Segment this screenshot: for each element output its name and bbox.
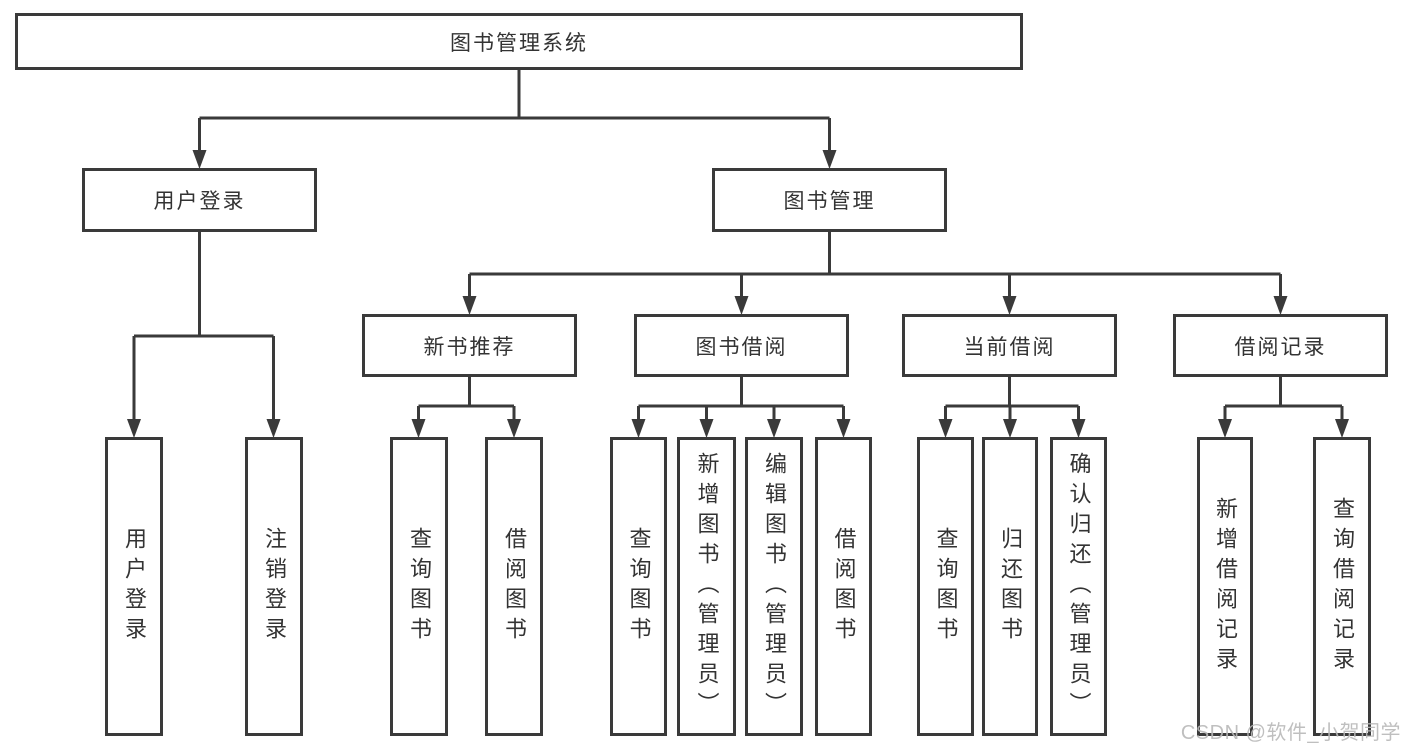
arrow-down-icon (411, 419, 426, 438)
arrow-down-icon (1002, 296, 1017, 315)
leaf-borrowing-add-books-admin: 新增图书（管理员） (677, 437, 736, 736)
node-root: 图书管理系统 (15, 13, 1023, 70)
node-root-label: 图书管理系统 (450, 31, 588, 55)
leaf-records-query-record-label: 查询借阅记录 (1330, 496, 1355, 677)
watermark: CSDN @软件_小贺同学 (1180, 722, 1401, 744)
arrow-down-icon (192, 150, 207, 169)
node-new-book-recommend: 新书推荐 (362, 314, 577, 377)
connector-borrowing-to-leaves (637, 377, 845, 421)
node-user-login: 用户登录 (82, 168, 317, 232)
leaf-borrowing-borrow-books: 借阅图书 (815, 437, 872, 736)
node-borrowing-records: 借阅记录 (1173, 314, 1388, 377)
arrow-down-icon (1273, 296, 1288, 315)
connector-root-to-level2 (198, 70, 831, 152)
leaf-recommend-query-books-label: 查询图书 (407, 526, 432, 647)
arrow-down-icon (127, 419, 141, 438)
arrowheads (127, 150, 1349, 438)
arrow-down-icon (699, 419, 714, 438)
arrow-down-icon (938, 419, 953, 438)
node-current-borrowing: 当前借阅 (902, 314, 1117, 377)
leaf-records-add-record-label: 新增借阅记录 (1213, 496, 1238, 677)
connector-recommend-to-leaves (417, 377, 516, 421)
arrow-down-icon (631, 419, 646, 438)
node-book-management-label: 图书管理 (783, 190, 876, 213)
connector-bookmgmt-to-level3 (468, 232, 1282, 298)
arrow-down-icon (1335, 419, 1349, 438)
node-user-login-label: 用户登录 (153, 190, 246, 213)
arrow-down-icon (507, 419, 521, 438)
leaf-current-confirm-return-admin: 确认归还（管理员） (1050, 437, 1107, 736)
arrow-down-icon (266, 419, 281, 438)
leaf-logout-label: 注销登录 (262, 526, 287, 647)
leaf-records-query-record: 查询借阅记录 (1313, 437, 1371, 736)
node-new-book-recommend-label: 新书推荐 (423, 335, 516, 359)
leaf-current-query-books: 查询图书 (917, 437, 974, 736)
connector-userlogin-to-leaves (132, 232, 275, 421)
arrow-down-icon (822, 150, 837, 169)
node-book-borrowing: 图书借阅 (634, 314, 849, 377)
leaf-borrowing-edit-books-admin-label: 编辑图书（管理员） (762, 451, 787, 722)
leaf-logout: 注销登录 (245, 437, 303, 736)
leaf-current-return-books-label: 归还图书 (998, 526, 1023, 647)
leaf-current-query-books-label: 查询图书 (933, 526, 959, 647)
leaf-user-login: 用户登录 (105, 437, 163, 736)
leaf-borrowing-query-books-label: 查询图书 (626, 526, 652, 647)
leaf-recommend-query-books: 查询图书 (390, 437, 448, 736)
arrow-down-icon (767, 419, 781, 438)
leaf-recommend-borrow-books-label: 借阅图书 (502, 526, 527, 647)
connector-current-to-leaves (944, 377, 1080, 421)
leaf-borrowing-edit-books-admin: 编辑图书（管理员） (745, 437, 803, 736)
arrow-down-icon (836, 419, 851, 438)
leaf-borrowing-add-books-admin-label: 新增图书（管理员） (694, 451, 720, 722)
arrow-down-icon (1003, 419, 1017, 438)
arrow-down-icon (734, 296, 749, 315)
node-book-management: 图书管理 (712, 168, 947, 232)
node-current-borrowing-label: 当前借阅 (963, 335, 1056, 359)
leaf-records-add-record: 新增借阅记录 (1197, 437, 1253, 736)
leaf-borrowing-query-books: 查询图书 (610, 437, 667, 736)
node-book-borrowing-label: 图书借阅 (695, 335, 788, 359)
leaf-current-return-books: 归还图书 (982, 437, 1038, 736)
node-borrowing-records-label: 借阅记录 (1234, 335, 1327, 359)
arrow-down-icon (462, 296, 477, 315)
leaf-user-login-label: 用户登录 (122, 526, 147, 647)
leaf-current-confirm-return-admin-label: 确认归还（管理员） (1066, 451, 1092, 722)
arrow-down-icon (1071, 419, 1086, 438)
leaf-borrowing-borrow-books-label: 借阅图书 (831, 526, 857, 647)
connector-records-to-leaves (1223, 377, 1344, 421)
arrow-down-icon (1218, 419, 1232, 438)
leaf-recommend-borrow-books: 借阅图书 (485, 437, 543, 736)
